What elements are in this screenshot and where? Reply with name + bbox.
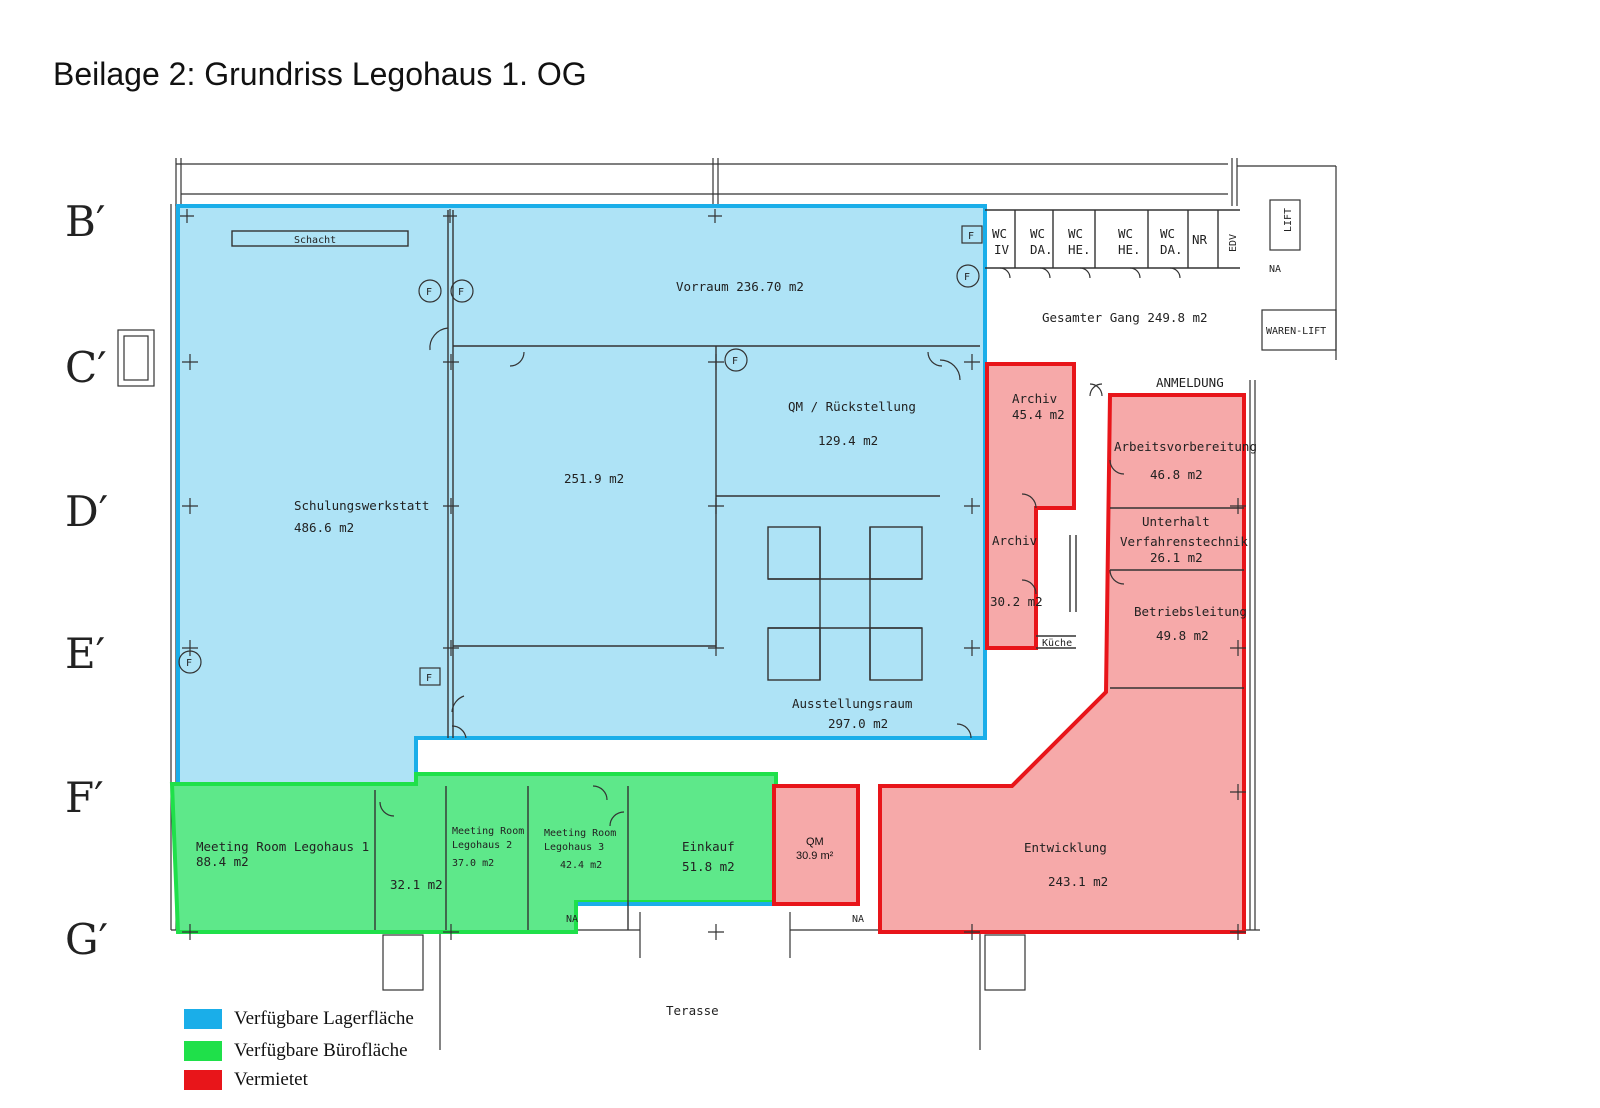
room-label-wc-da-3: WC [1160, 226, 1175, 241]
room-label-arbeits: Arbeitsvorbereitung [1114, 439, 1257, 454]
room-label-ausstellung: Ausstellungsraum [792, 696, 912, 711]
room-label-gang: Gesamter Gang 249.8 m2 [1042, 310, 1208, 325]
room-label-unterhalt-1: Unterhalt [1142, 514, 1210, 529]
axis-label-e: E′ [65, 629, 105, 678]
room-label-schacht: Schacht [294, 235, 336, 246]
room-area-32: 32.1 m2 [390, 877, 443, 892]
legend-swatch-storage [184, 1009, 222, 1029]
room-label-wc-he-1: WC [1068, 226, 1083, 241]
room-label-wc-iv-2: IV [994, 242, 1010, 257]
room-label-meeting2-2: Legohaus 2 [452, 840, 512, 851]
room-label-wc-iv-1: WC [992, 226, 1007, 241]
room-label-entwicklung: Entwicklung [1024, 840, 1107, 855]
room-label-wc-he-4: HE. [1118, 242, 1141, 257]
room-label-nr: NR [1192, 232, 1208, 247]
room-label-wc-da-4: DA. [1160, 242, 1183, 257]
room-label-edv: EDV [1228, 234, 1239, 252]
column-markers [180, 209, 1246, 940]
axis-labels: B′ C′ D′ E′ F′ G′ [65, 197, 108, 964]
room-label-na-3: NA [852, 914, 864, 925]
room-area-unterhalt: 26.1 m2 [1150, 550, 1203, 565]
fire-markers [178, 225, 983, 686]
building-outline [117, 158, 1337, 1050]
room-label-anmeldung: ANMELDUNG [1156, 375, 1224, 390]
room-area-251: 251.9 m2 [564, 471, 624, 486]
room-area-betrieb: 49.8 m2 [1156, 628, 1209, 643]
room-labels: Schacht Vorraum 236.70 m2 Gesamter Gang … [196, 208, 1326, 1018]
room-label-archiv1: Archiv [1012, 391, 1057, 406]
room-area-qm: 30.9 m² [796, 850, 834, 862]
room-label-unterhalt-2: Verfahrenstechnik [1120, 534, 1248, 549]
room-label-meeting1: Meeting Room Legohaus 1 [196, 839, 369, 854]
room-label-na-2: NA [566, 914, 578, 925]
room-label-betrieb: Betriebsleitung [1134, 604, 1247, 619]
room-label-meeting3-2: Legohaus 3 [544, 842, 604, 853]
svg-text:F: F [426, 673, 432, 684]
room-area-meeting3: 42.4 m2 [560, 860, 602, 871]
room-area-meeting2: 37.0 m2 [452, 858, 494, 869]
door-arcs [379, 267, 1181, 827]
axis-label-b: B′ [65, 197, 105, 246]
room-area-einkauf: 51.8 m2 [682, 859, 735, 874]
room-label-waren-lift: WAREN-LIFT [1266, 326, 1326, 337]
svg-text:F: F [458, 287, 464, 298]
svg-text:F: F [732, 356, 738, 367]
legend-swatch-office [184, 1041, 222, 1061]
room-label-kueche: Küche [1042, 638, 1072, 649]
room-label-meeting2-1: Meeting Room [452, 826, 524, 837]
axis-label-d: D′ [65, 487, 108, 536]
axis-label-g: G′ [65, 915, 108, 964]
room-label-schulung: Schulungswerkstatt [294, 498, 429, 513]
legend-swatch-rented [184, 1070, 222, 1090]
room-area-schulung: 486.6 m2 [294, 520, 354, 535]
axis-label-f: F′ [65, 773, 104, 822]
page-title: Beilage 2: Grundriss Legohaus 1. OG [53, 56, 587, 92]
svg-text:F: F [964, 272, 970, 283]
room-label-terasse: Terasse [666, 1003, 719, 1018]
room-label-wc-da-1: WC [1030, 226, 1045, 241]
axis-label-c: C′ [65, 343, 107, 392]
legend-item-rented: Vermietet [184, 1069, 308, 1091]
room-area-ausstellung: 297.0 m2 [828, 716, 888, 731]
room-label-vorraum: Vorraum 236.70 m2 [676, 279, 804, 294]
legend-label-office: Verfügbare Bürofläche [234, 1040, 408, 1061]
room-label-qm-rueck: QM / Rückstellung [788, 399, 916, 414]
legend-label-storage: Verfügbare Lagerfläche [234, 1008, 414, 1029]
room-area-entwicklung: 243.1 m2 [1048, 874, 1108, 889]
room-label-archiv2: Archiv [992, 533, 1037, 548]
room-label-qm: QM [806, 836, 824, 848]
interior-walls [231, 209, 1244, 930]
room-label-meeting3-1: Meeting Room [544, 828, 616, 839]
room-label-wc-he-2: HE. [1068, 242, 1091, 257]
legend-label-rented: Vermietet [234, 1069, 308, 1090]
room-area-qm-rueck: 129.4 m2 [818, 433, 878, 448]
legend-item-office: Verfügbare Bürofläche [184, 1040, 408, 1062]
svg-text:F: F [426, 287, 432, 298]
room-label-lift: LIFT [1283, 208, 1294, 232]
room-label-wc-da-2: DA. [1030, 242, 1053, 257]
fire-marker-labels: F F F F F F F [186, 231, 974, 684]
room-label-na-1: NA [1269, 264, 1281, 275]
room-area-archiv2: 30.2 m2 [990, 594, 1043, 609]
rented-area [772, 362, 1246, 934]
room-label-einkauf: Einkauf [682, 839, 735, 854]
room-label-wc-he-3: WC [1118, 226, 1133, 241]
svg-text:F: F [186, 658, 192, 669]
svg-text:F: F [968, 231, 974, 242]
room-area-meeting1: 88.4 m2 [196, 854, 249, 869]
room-area-arbeits: 46.8 m2 [1150, 467, 1203, 482]
legend-item-storage: Verfügbare Lagerfläche [184, 1008, 414, 1030]
room-area-archiv1: 45.4 m2 [1012, 407, 1065, 422]
